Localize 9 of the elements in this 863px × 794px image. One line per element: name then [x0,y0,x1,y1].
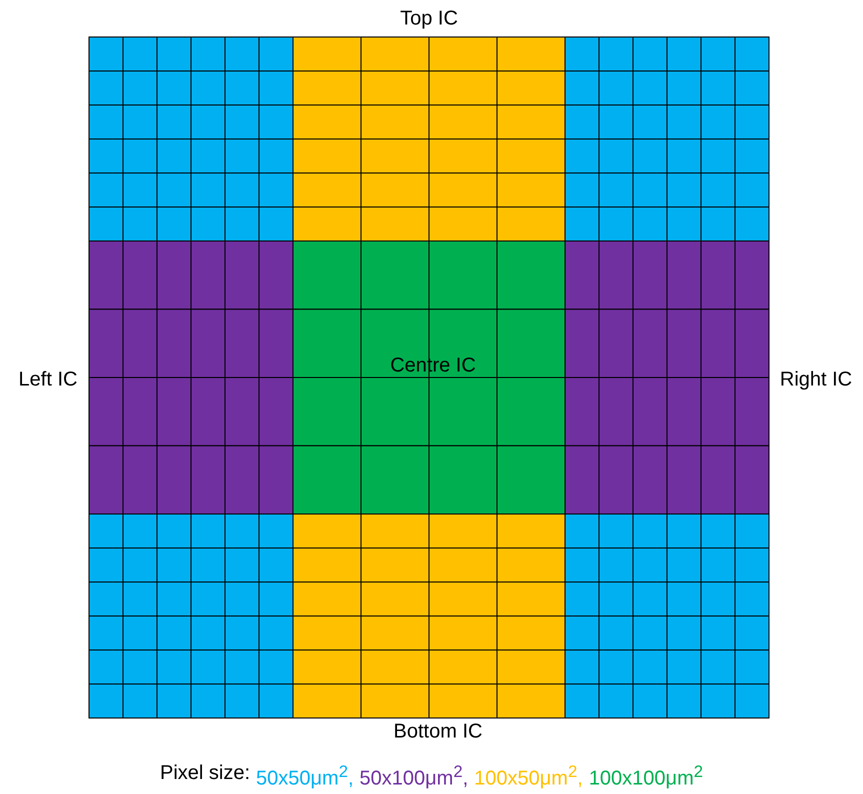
region-label: Top IC [400,8,458,30]
region-label: Bottom IC [394,720,482,744]
legend-entry: 50x100μm$^{2}$, [360,762,468,791]
legend-title: Pixel size: [160,762,250,786]
region-label: Left IC [18,368,78,392]
legend-entry: 100x50μm$^{2}$, [474,762,583,791]
legend-entry: 100x100μm$^{2}$ [588,762,703,791]
legend-entry: 50x50μm$^{2}$, [256,762,354,791]
region-label: Right IC [780,368,852,392]
